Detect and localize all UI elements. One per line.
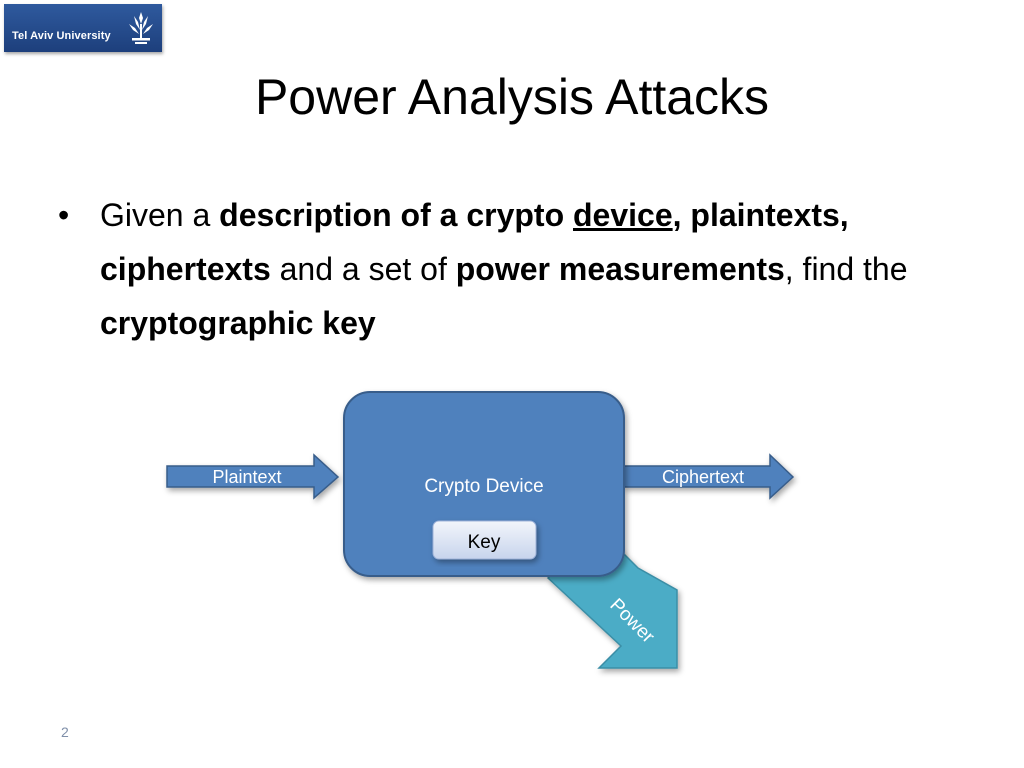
bullet-bold-key: cryptographic key: [100, 305, 376, 341]
page-number: 2: [61, 724, 69, 740]
bullet-text-and: and a set of: [270, 251, 456, 287]
crypto-device-label: Crypto Device: [424, 476, 543, 497]
bullet-bold-device: device: [573, 197, 673, 233]
slide-title: Power Analysis Attacks: [254, 69, 770, 125]
ciphertext-arrow: [623, 453, 795, 500]
plaintext-label: Plaintext: [212, 467, 281, 487]
tel-aviv-university-logo: Tel Aviv University: [4, 4, 162, 52]
bullet-text-find: , find the: [784, 251, 908, 287]
bullet-text-given: Given a: [100, 197, 220, 233]
ciphertext-label: Ciphertext: [662, 467, 744, 487]
university-emblem-icon: [129, 12, 153, 44]
logo-text: Tel Aviv University: [12, 30, 111, 42]
bullet-marker: •: [58, 197, 70, 233]
bullet-bold-power-measurements: power measurements: [455, 251, 785, 287]
plaintext-arrow: [166, 453, 340, 500]
bullet-bold-description: description of a crypto: [219, 197, 573, 233]
bullet-text: Given a description of a crypto device , …: [100, 188, 960, 350]
key-box: [432, 520, 537, 560]
crypto-device-box: [343, 391, 625, 577]
bullet-bold-plaintexts-ciphertexts: plaintexts, ciphertexts: [100, 197, 849, 287]
key-label: Key: [468, 532, 501, 553]
bullet-bold-comma: ,: [672, 197, 682, 233]
